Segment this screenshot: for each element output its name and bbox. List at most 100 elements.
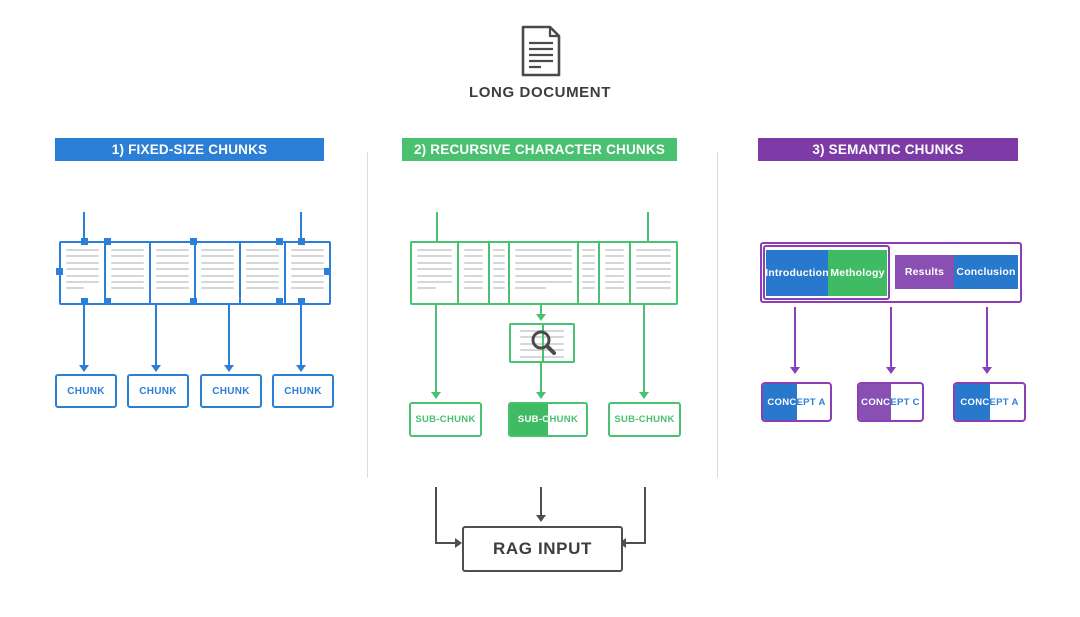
doc-cell	[510, 243, 580, 303]
doc-cell	[241, 243, 286, 303]
text-line	[515, 287, 547, 290]
doc-cell	[459, 243, 490, 303]
magnifier-icon	[531, 330, 556, 355]
doc-cell	[412, 243, 459, 303]
text-line	[492, 274, 506, 277]
connector-line	[435, 303, 437, 392]
text-line	[605, 261, 625, 264]
text-line	[605, 274, 625, 277]
text-line	[66, 280, 99, 283]
text-line	[636, 261, 671, 264]
text-line	[636, 268, 671, 271]
text-line	[156, 249, 189, 251]
text-line	[463, 249, 483, 251]
text-line	[417, 261, 452, 264]
text-line	[605, 268, 625, 271]
concept-box: CONCEPT A CONCEPT A	[953, 382, 1026, 422]
text-line	[582, 280, 596, 283]
text-line	[463, 287, 483, 290]
resize-handle	[297, 297, 305, 305]
text-line	[291, 261, 324, 264]
text-line	[111, 255, 144, 258]
resize-handle	[80, 237, 88, 245]
connector-line	[83, 303, 85, 365]
doc-cell	[579, 243, 601, 303]
section-divider	[717, 152, 718, 478]
arrow-head	[455, 538, 462, 548]
arrow-head	[151, 365, 161, 372]
text-line	[111, 261, 144, 264]
long-document-label: LONG DOCUMENT	[469, 84, 611, 101]
connector-line	[643, 303, 645, 392]
segment-methology: Methology	[828, 250, 887, 296]
text-line	[246, 274, 279, 277]
text-line	[515, 280, 573, 283]
concept-label-overlay: CONCEPT A	[767, 396, 826, 408]
text-line	[156, 261, 189, 264]
doc-cell	[631, 243, 676, 303]
fixed-chunks-banner: 1) FIXED-SIZE CHUNKS	[55, 138, 324, 161]
doc-cell	[151, 243, 196, 303]
doc-cell	[196, 243, 241, 303]
text-line	[291, 280, 324, 283]
concept-fill	[763, 384, 797, 420]
text-line	[636, 280, 671, 283]
text-line	[605, 255, 625, 258]
text-line	[291, 287, 324, 290]
text-line	[291, 255, 324, 258]
resize-handle	[275, 297, 283, 305]
text-line	[246, 280, 279, 283]
cut-marker-line	[647, 212, 649, 243]
cut-marker-line	[436, 212, 438, 243]
concept-fill	[955, 384, 990, 420]
semantic-chunks-banner: 3) SEMANTIC CHUNKS	[758, 138, 1018, 161]
doc-cell	[600, 243, 632, 303]
connector-line	[435, 487, 437, 544]
connector-line	[435, 542, 456, 544]
text-line	[156, 287, 189, 290]
text-line	[417, 268, 452, 271]
resize-handle	[189, 297, 197, 305]
sub-chunk-box: SUB-CHUNK	[608, 402, 681, 437]
text-line	[111, 249, 144, 251]
text-line	[582, 274, 596, 277]
text-line	[582, 268, 596, 271]
connector-line	[540, 363, 542, 392]
highlight-fill	[510, 404, 548, 435]
recursive-chunks-banner: 2) RECURSIVE CHARACTER CHUNKS	[402, 138, 677, 161]
text-line	[246, 261, 279, 264]
resize-handle	[103, 297, 111, 305]
resize-handle	[275, 237, 283, 245]
segment-introduction: Introduction	[765, 250, 829, 296]
chunk-box: CHUNK	[200, 374, 262, 408]
text-line	[111, 268, 144, 271]
text-line	[417, 280, 452, 283]
text-line	[201, 255, 234, 258]
resize-handle	[297, 237, 305, 245]
text-line	[582, 287, 596, 290]
text-line	[492, 287, 506, 290]
text-line	[66, 287, 85, 290]
segment-conclusion: Conclusion	[954, 255, 1018, 289]
arrow-head	[639, 392, 649, 399]
text-line	[201, 261, 234, 264]
text-line	[66, 255, 99, 258]
text-line	[111, 274, 144, 277]
arrow-head	[790, 367, 800, 374]
text-line	[417, 274, 452, 277]
segment-results: Results	[895, 255, 954, 289]
arrow-head	[431, 392, 441, 399]
text-line	[246, 249, 279, 251]
text-line	[417, 287, 437, 290]
resize-handle	[55, 267, 63, 275]
doc-cell	[106, 243, 151, 303]
arrow-head	[536, 515, 546, 522]
text-line	[605, 280, 625, 283]
arrow-head	[536, 314, 546, 321]
connector-line	[155, 303, 157, 365]
arrow-head	[536, 392, 546, 399]
doc-cell	[61, 243, 106, 303]
text-line	[582, 255, 596, 258]
arrow-head	[79, 365, 89, 372]
section-divider	[367, 152, 368, 478]
